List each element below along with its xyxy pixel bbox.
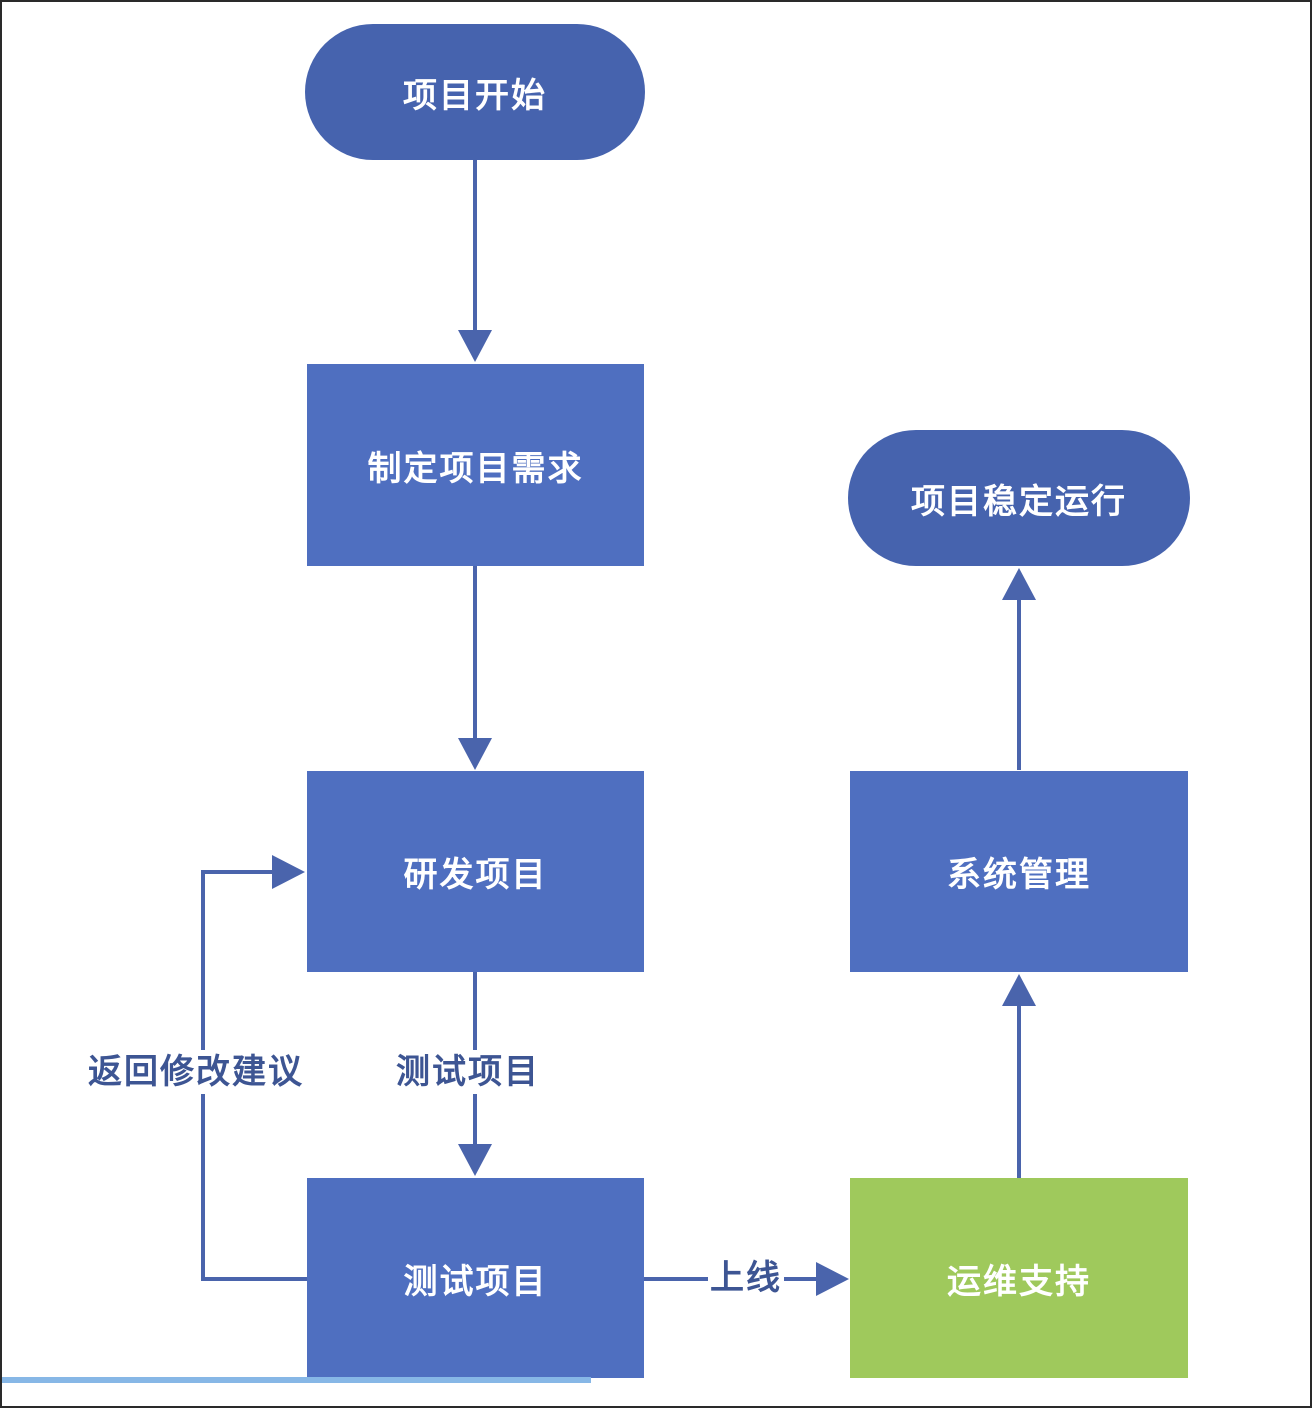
arrowhead-support-to-system-mgmt — [1002, 974, 1036, 1006]
arrowhead-develop-to-test — [458, 1144, 492, 1176]
arrowhead-requirements-to-develop — [458, 738, 492, 770]
arrowhead-test-to-support — [816, 1262, 849, 1296]
edge-label-dev-to-test: 测试项目 — [396, 1050, 540, 1094]
node-start-label: 项目开始 — [403, 75, 547, 116]
node-test-label: 测试项目 — [403, 1261, 548, 1302]
node-test: 测试项目 — [307, 1178, 644, 1378]
node-develop-label: 研发项目 — [403, 855, 548, 895]
edge-label-feedback: 返回修改建议 — [88, 1050, 304, 1094]
node-start: 项目开始 — [305, 24, 645, 160]
arrowhead-start-to-requirements — [458, 330, 492, 362]
node-requirements: 制定项目需求 — [307, 364, 644, 566]
node-requirements-label: 制定项目需求 — [367, 448, 584, 489]
playback-progress-bar[interactable] — [2, 1377, 591, 1383]
node-stable-label: 项目稳定运行 — [911, 481, 1127, 522]
node-system-mgmt: 系统管理 — [850, 771, 1188, 972]
node-stable: 项目稳定运行 — [848, 430, 1190, 566]
node-system-mgmt-label: 系统管理 — [947, 855, 1091, 895]
node-support-label: 运维支持 — [947, 1261, 1091, 1302]
arrowhead-system-mgmt-to-stable — [1002, 568, 1036, 600]
node-develop: 研发项目 — [307, 771, 644, 972]
edge-label-go-live: 上线 — [708, 1256, 784, 1300]
arrowhead-feedback — [272, 855, 305, 889]
node-support: 运维支持 — [850, 1178, 1188, 1378]
